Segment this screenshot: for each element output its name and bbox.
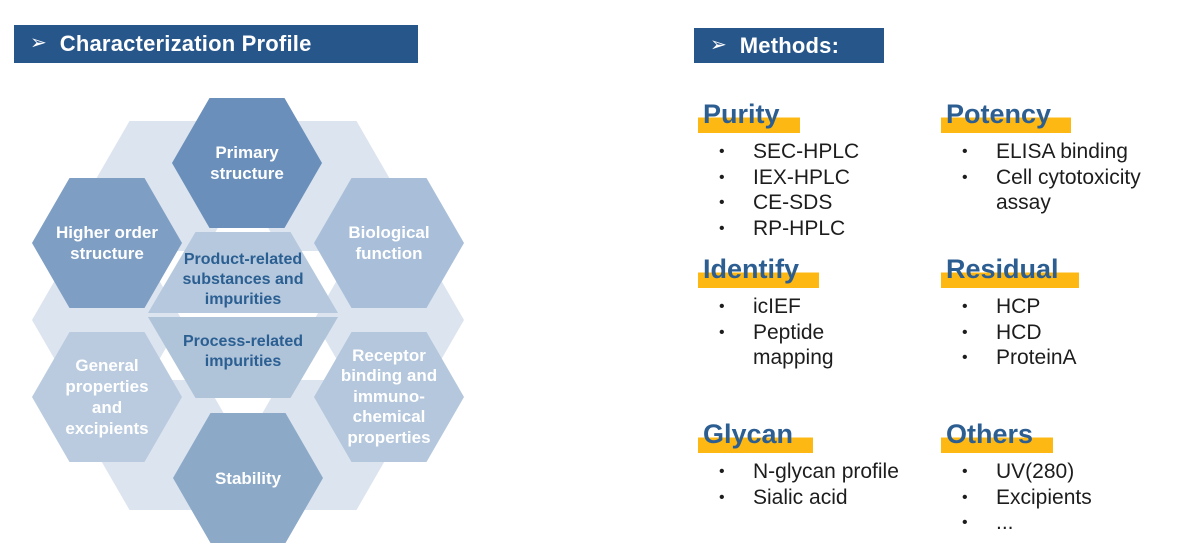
arrow-icon: ➢: [710, 33, 727, 56]
section-heading: Residual: [941, 254, 1079, 289]
method-list: ELISA binding Cell cytotoxicity assay: [946, 139, 1186, 216]
list-item: CE-SDS: [703, 190, 943, 216]
section-others: Others UV(280) Excipients ...: [941, 419, 1186, 536]
method-list: icIEF Peptide mapping: [703, 294, 943, 371]
list-item: N-glycan profile: [703, 459, 943, 485]
list-item: UV(280): [946, 459, 1186, 485]
list-item: icIEF: [703, 294, 943, 320]
bullet-icon: [962, 485, 996, 510]
list-item: SEC-HPLC: [703, 139, 943, 165]
bullet-icon: [962, 294, 996, 319]
bullet-icon: [962, 320, 996, 345]
bullet-icon: [719, 139, 753, 164]
bullet-icon: [719, 216, 753, 241]
list-item: RP-HPLC: [703, 216, 943, 242]
method-list: N-glycan profile Sialic acid: [703, 459, 943, 510]
section-heading: Purity: [698, 99, 800, 134]
bullet-icon: [719, 485, 753, 510]
section-heading: Identify: [698, 254, 820, 289]
hexagon-label: Receptor binding and immuno- chemical pr…: [340, 345, 438, 447]
methods-banner: ➢ Methods:: [694, 28, 884, 63]
hexagon-label: Primary structure: [210, 143, 284, 183]
bullet-icon: [719, 190, 753, 215]
bullet-icon: [962, 345, 996, 370]
hexagon-label: Stability: [214, 468, 282, 488]
bullet-icon: [719, 165, 753, 190]
section-heading: Others: [941, 419, 1054, 454]
list-item: Peptide mapping: [703, 320, 943, 371]
method-list: HCP HCD ProteinA: [946, 294, 1186, 371]
methods-title: Methods:: [739, 32, 840, 58]
characterization-profile-banner: ➢ Characterization Profile: [14, 25, 418, 63]
section-residual: Residual HCP HCD ProteinA: [941, 254, 1186, 371]
method-list: SEC-HPLC IEX-HPLC CE-SDS RP-HPLC: [703, 139, 943, 241]
list-item: HCP: [946, 294, 1186, 320]
bullet-icon: [962, 459, 996, 484]
section-glycan: Glycan N-glycan profile Sialic acid: [698, 419, 943, 510]
list-item: Cell cytotoxicity assay: [946, 165, 1186, 216]
list-item: ProteinA: [946, 345, 1186, 371]
section-identify: Identify icIEF Peptide mapping: [698, 254, 943, 371]
bullet-icon: [719, 320, 753, 345]
bullet-icon: [719, 294, 753, 319]
list-item: ...: [946, 510, 1186, 536]
list-item: Sialic acid: [703, 485, 943, 511]
method-list: UV(280) Excipients ...: [946, 459, 1186, 536]
hexagon-label: Biological function: [348, 223, 430, 263]
bullet-icon: [719, 459, 753, 484]
list-item: HCD: [946, 320, 1186, 346]
list-item: IEX-HPLC: [703, 165, 943, 191]
section-purity: Purity SEC-HPLC IEX-HPLC CE-SDS RP-HPLC: [698, 99, 943, 241]
hexagon-label: Product-related substances and impuritie…: [182, 250, 304, 308]
section-potency: Potency ELISA binding Cell cytotoxicity …: [941, 99, 1186, 216]
section-heading: Potency: [941, 99, 1072, 134]
hexagon-label: Process-related impurities: [182, 332, 304, 370]
bullet-icon: [962, 139, 996, 164]
page-title: Characterization Profile: [59, 31, 312, 56]
hexagon-label: Higher order structure: [55, 223, 159, 263]
list-item: ELISA binding: [946, 139, 1186, 165]
list-item: Excipients: [946, 485, 1186, 511]
hexagon-label: General properties and excipients: [65, 356, 149, 438]
bullet-icon: [962, 165, 996, 190]
bullet-icon: [962, 510, 996, 535]
arrow-icon: ➢: [30, 32, 47, 54]
section-heading: Glycan: [698, 419, 814, 454]
